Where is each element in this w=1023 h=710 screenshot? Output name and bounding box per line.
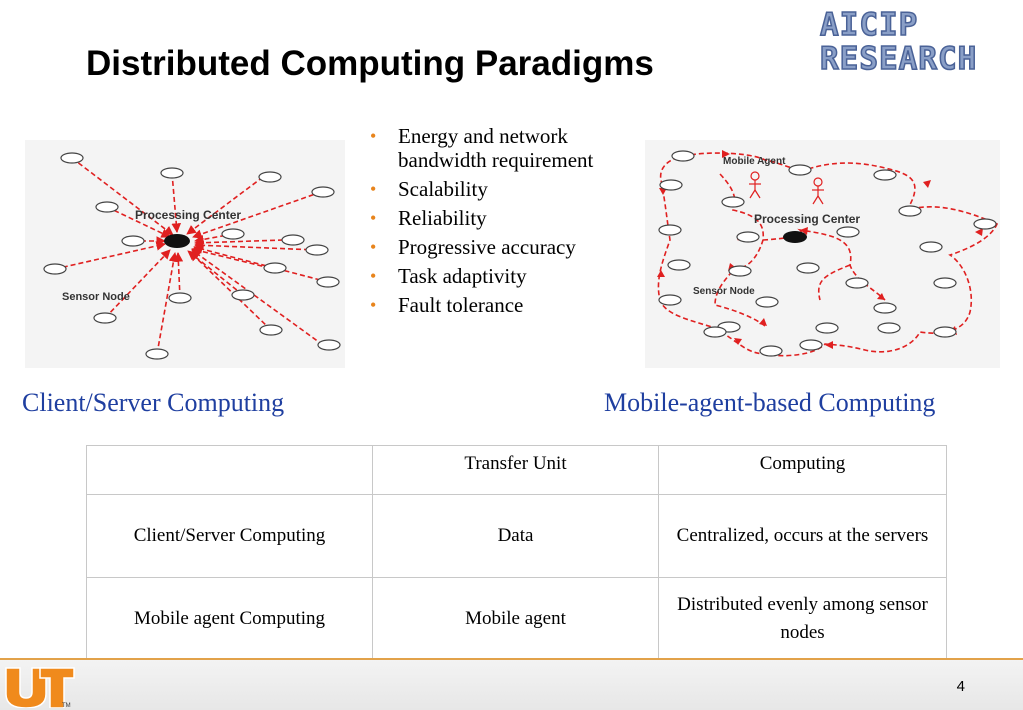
table-row: Client/Server Computing Data Centralized…: [86, 494, 947, 578]
bullet-list: • Energy and network bandwidth requiremen…: [370, 124, 630, 322]
bullet-text: Progressive accuracy: [398, 235, 576, 259]
page-number: 4: [956, 678, 965, 695]
sensor-node-label: Sensor Node: [62, 291, 130, 303]
page-title: Distributed Computing Paradigms: [86, 44, 654, 83]
processing-center-node: [783, 231, 807, 243]
table-header-cell: Computing: [658, 445, 947, 495]
bullet-item: • Progressive accuracy: [370, 235, 630, 259]
logo-line-1: AICIP: [819, 7, 919, 43]
table-row: Mobile agent Computing Mobile agent Dist…: [86, 577, 947, 661]
sensor-node-label: Sensor Node: [693, 286, 755, 297]
table-cell: Client/Server Computing: [86, 494, 373, 578]
table-cell: Data: [372, 494, 659, 578]
bullet-dot-icon: •: [370, 266, 377, 286]
aicip-research-logo: AICIP RESEARCH: [819, 7, 1020, 88]
bullet-item: • Energy and network bandwidth requiremen…: [370, 124, 630, 172]
bullet-dot-icon: •: [370, 295, 377, 315]
table-cell: Distributed evenly among sensor nodes: [658, 577, 947, 661]
bullet-item: • Reliability: [370, 206, 630, 230]
table-cell: Mobile agent: [372, 577, 659, 661]
processing-center-label: Processing Center: [135, 208, 241, 222]
bullet-text: Energy and network bandwidth requirement: [398, 124, 594, 172]
bullet-dot-icon: •: [370, 126, 377, 146]
bullet-dot-icon: •: [370, 237, 377, 257]
bullet-dot-icon: •: [370, 179, 377, 199]
trademark-label: TM: [62, 703, 71, 708]
bullet-item: • Fault tolerance: [370, 293, 630, 317]
slide-footer: TM 4: [0, 658, 1023, 710]
comparison-table: Transfer Unit Computing Client/Server Co…: [86, 445, 947, 661]
ut-logo-icon: TM: [5, 667, 75, 708]
bullet-dot-icon: •: [370, 208, 377, 228]
logo-line-2: RESEARCH: [819, 41, 978, 77]
bullet-text: Task adaptivity: [398, 264, 527, 288]
bullet-text: Scalability: [398, 177, 488, 201]
client-server-caption: Client/Server Computing: [22, 388, 285, 417]
bullet-text: Fault tolerance: [398, 293, 524, 317]
processing-center-node: [164, 234, 190, 248]
bullet-text: Reliability: [398, 206, 487, 230]
table-header-cell: [86, 445, 373, 495]
client-server-diagram: Processing Center Sensor Node: [25, 140, 345, 368]
bullet-item: • Task adaptivity: [370, 264, 630, 288]
mobile-agent-icon: [749, 171, 824, 205]
processing-center-label: Processing Center: [754, 212, 860, 226]
bullet-item: • Scalability: [370, 177, 630, 201]
table-header-cell: Transfer Unit: [372, 445, 659, 495]
mobile-agent-diagram: Mobile Agent Processing Center Sensor No…: [645, 140, 1000, 368]
mobile-agent-label: Mobile Agent: [723, 156, 786, 167]
table-cell: Centralized, occurs at the servers: [658, 494, 947, 578]
mobile-agent-caption: Mobile-agent-based Computing: [604, 388, 936, 417]
table-header-row: Transfer Unit Computing: [86, 445, 947, 495]
table-cell: Mobile agent Computing: [86, 577, 373, 661]
